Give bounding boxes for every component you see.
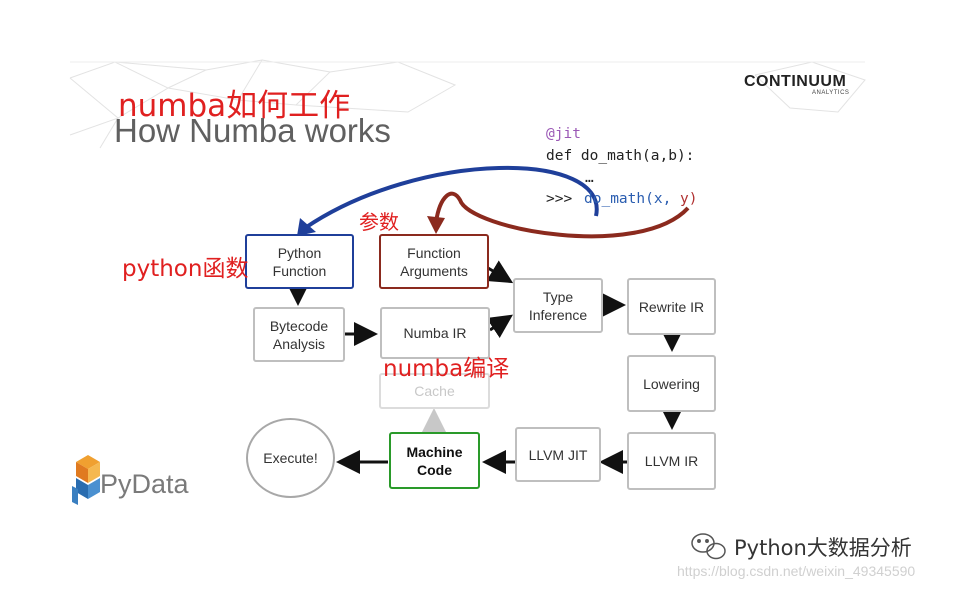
- box-cache: Cache: [379, 373, 490, 409]
- box-python-function: Python Function: [245, 234, 354, 289]
- annotation-numba-compile: numba编译: [383, 356, 510, 382]
- arrow-numbair-typeinf: [486, 314, 513, 338]
- pydata-logo-text: PyData: [100, 469, 189, 499]
- pydata-logo-icon: [72, 455, 100, 505]
- code-def-line: def do_math(a,b):: [546, 148, 695, 164]
- code-ellipsis: …: [585, 170, 594, 186]
- box-numba-ir: Numba IR: [380, 307, 490, 359]
- red-curve-arrow: [434, 191, 690, 239]
- code-prompt: >>>: [546, 191, 573, 207]
- title-english: How Numba works: [114, 112, 391, 149]
- continuum-logo-sub: ANALYTICS: [812, 90, 850, 96]
- box-machine-code: Machine Code: [389, 432, 480, 489]
- code-call-arg: y): [680, 191, 698, 207]
- box-bytecode-analysis: Bytecode Analysis: [253, 307, 345, 362]
- annotation-python-function: python函数: [122, 256, 249, 282]
- box-rewrite-ir: Rewrite IR: [627, 278, 716, 335]
- code-call-fn: do_math(x,: [584, 191, 672, 207]
- continuum-logo: CONTINUUM: [744, 73, 847, 90]
- red-arrow-head: [427, 216, 445, 234]
- csdn-watermark: https://blog.csdn.net/weixin_49345590: [677, 563, 916, 579]
- blue-arrow-head: [297, 218, 316, 236]
- node-execute: Execute!: [246, 418, 335, 498]
- background-network: [69, 59, 866, 149]
- annotation-args: 参数: [359, 210, 399, 234]
- title-chinese: numba如何工作: [118, 88, 351, 124]
- wechat-icon: [691, 533, 726, 560]
- wechat-account-name: Python大数据分析: [734, 536, 912, 560]
- box-lowering: Lowering: [627, 355, 716, 412]
- box-function-arguments: Function Arguments: [379, 234, 489, 289]
- box-llvm-ir: LLVM IR: [627, 432, 716, 490]
- code-decorator: @jit: [546, 126, 581, 142]
- blue-curve-arrow: [303, 166, 599, 230]
- arrow-funcargs-typeinf: [486, 260, 514, 284]
- box-type-inference: Type Inference: [513, 278, 603, 333]
- box-llvm-jit: LLVM JIT: [515, 427, 601, 482]
